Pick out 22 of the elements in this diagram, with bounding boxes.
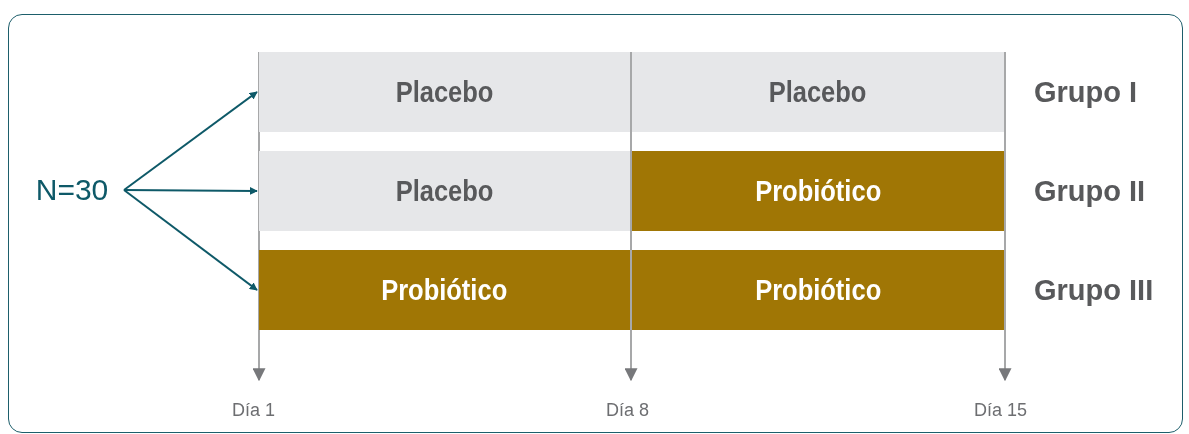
group-label: Grupo I: [1034, 76, 1138, 109]
treatment-block: [632, 52, 1004, 132]
sample-size-text: N=30: [22, 168, 122, 212]
treatment-label: Placebo: [395, 174, 494, 208]
treatment-block: [632, 151, 1004, 231]
treatment-block: [259, 52, 630, 132]
group-label: Grupo III: [1034, 274, 1154, 307]
arrow: [123, 91, 258, 191]
treatment-block: [259, 250, 630, 330]
group-label: Grupo II: [1034, 175, 1146, 208]
treatment-label: Probiótico: [381, 273, 508, 307]
arrow: [123, 186, 258, 195]
treatment-block: [259, 151, 630, 231]
day-label: Día 8: [606, 400, 650, 421]
treatment-label: Placebo: [395, 75, 494, 109]
arrow: [123, 189, 258, 291]
treatment-label: Placebo: [769, 75, 867, 109]
treatment-label: Probiótico: [754, 273, 882, 307]
day-label: Día 15: [974, 400, 1028, 421]
day-label: Día 1: [232, 400, 276, 421]
treatment-block: [632, 250, 1004, 330]
treatment-label: Probiótico: [754, 174, 882, 208]
